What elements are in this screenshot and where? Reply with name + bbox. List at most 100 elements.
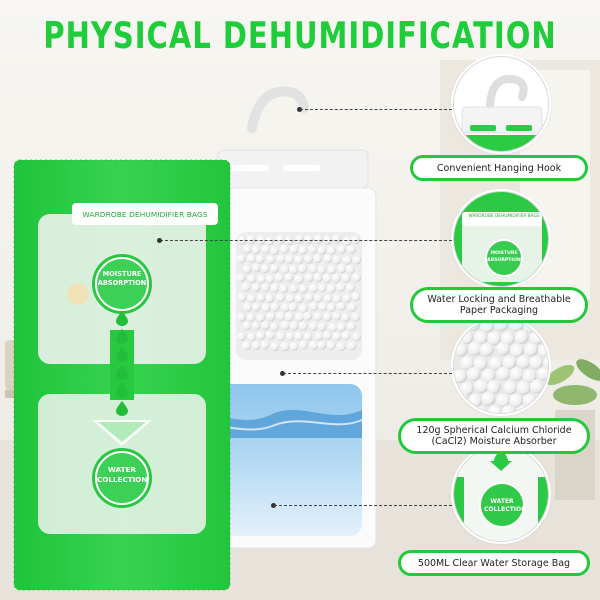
callout-label-absorber: 120g Spherical Calcium Chloride (CaCl2) … xyxy=(398,418,590,454)
calcium-bead xyxy=(284,272,294,283)
calcium-bead xyxy=(265,330,275,340)
calcium-bead xyxy=(347,302,357,312)
calcium-bead xyxy=(242,244,253,254)
packaging-mini-moisture: MOISTURE ABSORPTION xyxy=(487,251,521,263)
callout-label-water-bag-text: 500ML Clear Water Storage Bag xyxy=(417,557,571,569)
calcium-bead xyxy=(260,320,270,331)
water-collection-callout-image: WATER COLLECTION xyxy=(453,446,549,542)
absorber-bead xyxy=(501,405,516,413)
absorber-bead xyxy=(514,329,529,344)
water-drop-icon xyxy=(116,329,128,344)
calcium-bead xyxy=(251,302,261,312)
calcium-bead xyxy=(318,301,328,312)
calcium-beads xyxy=(236,234,362,352)
calcium-bead xyxy=(308,264,318,274)
calcium-bead xyxy=(337,264,347,274)
calcium-bead xyxy=(236,331,246,342)
calcium-bead xyxy=(269,322,279,332)
absorber-bead xyxy=(473,405,488,413)
calcium-bead xyxy=(247,332,257,342)
calcium-bead xyxy=(326,284,336,294)
water-drop-icon xyxy=(116,347,128,362)
calcium-bead xyxy=(304,273,314,283)
calcium-bead xyxy=(332,331,342,341)
absorber-bead xyxy=(528,404,543,413)
absorber-bead xyxy=(454,369,468,384)
calcium-bead xyxy=(303,311,313,321)
calcium-bead xyxy=(246,253,257,263)
calcium-bead xyxy=(294,255,304,265)
absorber-bead xyxy=(509,393,524,408)
calcium-bead xyxy=(298,340,308,350)
absorber-bead xyxy=(496,341,511,356)
calcium-bead xyxy=(251,340,261,350)
calcium-bead xyxy=(260,340,270,350)
absorber-bead xyxy=(544,381,548,394)
calcium-bead xyxy=(260,282,270,292)
calcium-bead xyxy=(323,293,333,304)
calcium-bead xyxy=(261,244,271,254)
calcium-bead xyxy=(312,254,323,264)
calcium-bead xyxy=(336,341,346,352)
calcium-bead xyxy=(284,312,294,322)
calcium-bead xyxy=(251,245,261,255)
beads-callout-image xyxy=(453,318,549,414)
calcium-bead xyxy=(295,312,305,322)
water-leader-line xyxy=(274,505,452,506)
absorber-bead xyxy=(487,331,502,346)
calcium-bead xyxy=(336,282,346,292)
calcium-bead xyxy=(289,321,299,331)
calcium-bead xyxy=(251,282,261,292)
calcium-bead xyxy=(265,293,275,303)
absorber-bead xyxy=(461,404,476,413)
callout-label-hook-text: Convenient Hanging Hook xyxy=(436,162,562,174)
absorber-bead xyxy=(466,367,481,382)
calcium-bead xyxy=(322,273,332,283)
calcium-bead xyxy=(297,263,308,274)
calcium-bead xyxy=(278,283,289,294)
bag-label-icon xyxy=(454,192,548,286)
calcium-bead xyxy=(255,254,265,264)
calcium-bead xyxy=(288,265,299,275)
calcium-bead xyxy=(246,293,257,304)
calcium-bead xyxy=(280,264,290,274)
callout-label-packaging-text: Water Locking and Breathable Paper Packa… xyxy=(427,294,571,316)
calcium-bead xyxy=(275,292,285,303)
calcium-bead xyxy=(308,283,319,293)
calcium-bead xyxy=(279,244,289,254)
calcium-bead xyxy=(322,331,332,341)
calcium-bead xyxy=(251,321,261,331)
calcium-bead xyxy=(326,340,336,350)
absorber-bead xyxy=(509,367,524,382)
water-collection-icon xyxy=(454,447,548,541)
calcium-bead xyxy=(331,273,341,283)
absorber-bead xyxy=(468,341,483,356)
green-bag xyxy=(13,159,231,591)
calcium-bead xyxy=(336,244,347,254)
calcium-bead xyxy=(342,255,352,265)
calcium-bead xyxy=(285,293,295,303)
calcium-bead xyxy=(332,293,342,304)
calcium-bead xyxy=(352,331,362,342)
calcium-bead xyxy=(247,274,257,284)
absorber-bead xyxy=(468,393,483,408)
absorber-bead xyxy=(543,355,548,369)
calcium-bead xyxy=(270,283,280,293)
calcium-bead xyxy=(322,312,332,322)
absorber-bead xyxy=(488,404,503,413)
water-drop-icon xyxy=(116,311,128,326)
calcium-bead xyxy=(304,292,314,303)
bag-label-text: WARDROBE DEHUMIDIFIER BAGS xyxy=(82,209,208,219)
calcium-bead xyxy=(261,303,271,313)
calcium-bead xyxy=(352,255,362,265)
calcium-bead xyxy=(236,254,246,264)
absorber-bead xyxy=(536,366,548,381)
calcium-bead xyxy=(351,292,361,302)
calcium-bead xyxy=(251,263,261,273)
calcium-bead xyxy=(313,311,323,321)
calcium-bead xyxy=(345,283,355,293)
calcium-bead xyxy=(298,303,309,313)
calcium-bead xyxy=(341,312,351,322)
calcium-bead xyxy=(242,302,253,312)
